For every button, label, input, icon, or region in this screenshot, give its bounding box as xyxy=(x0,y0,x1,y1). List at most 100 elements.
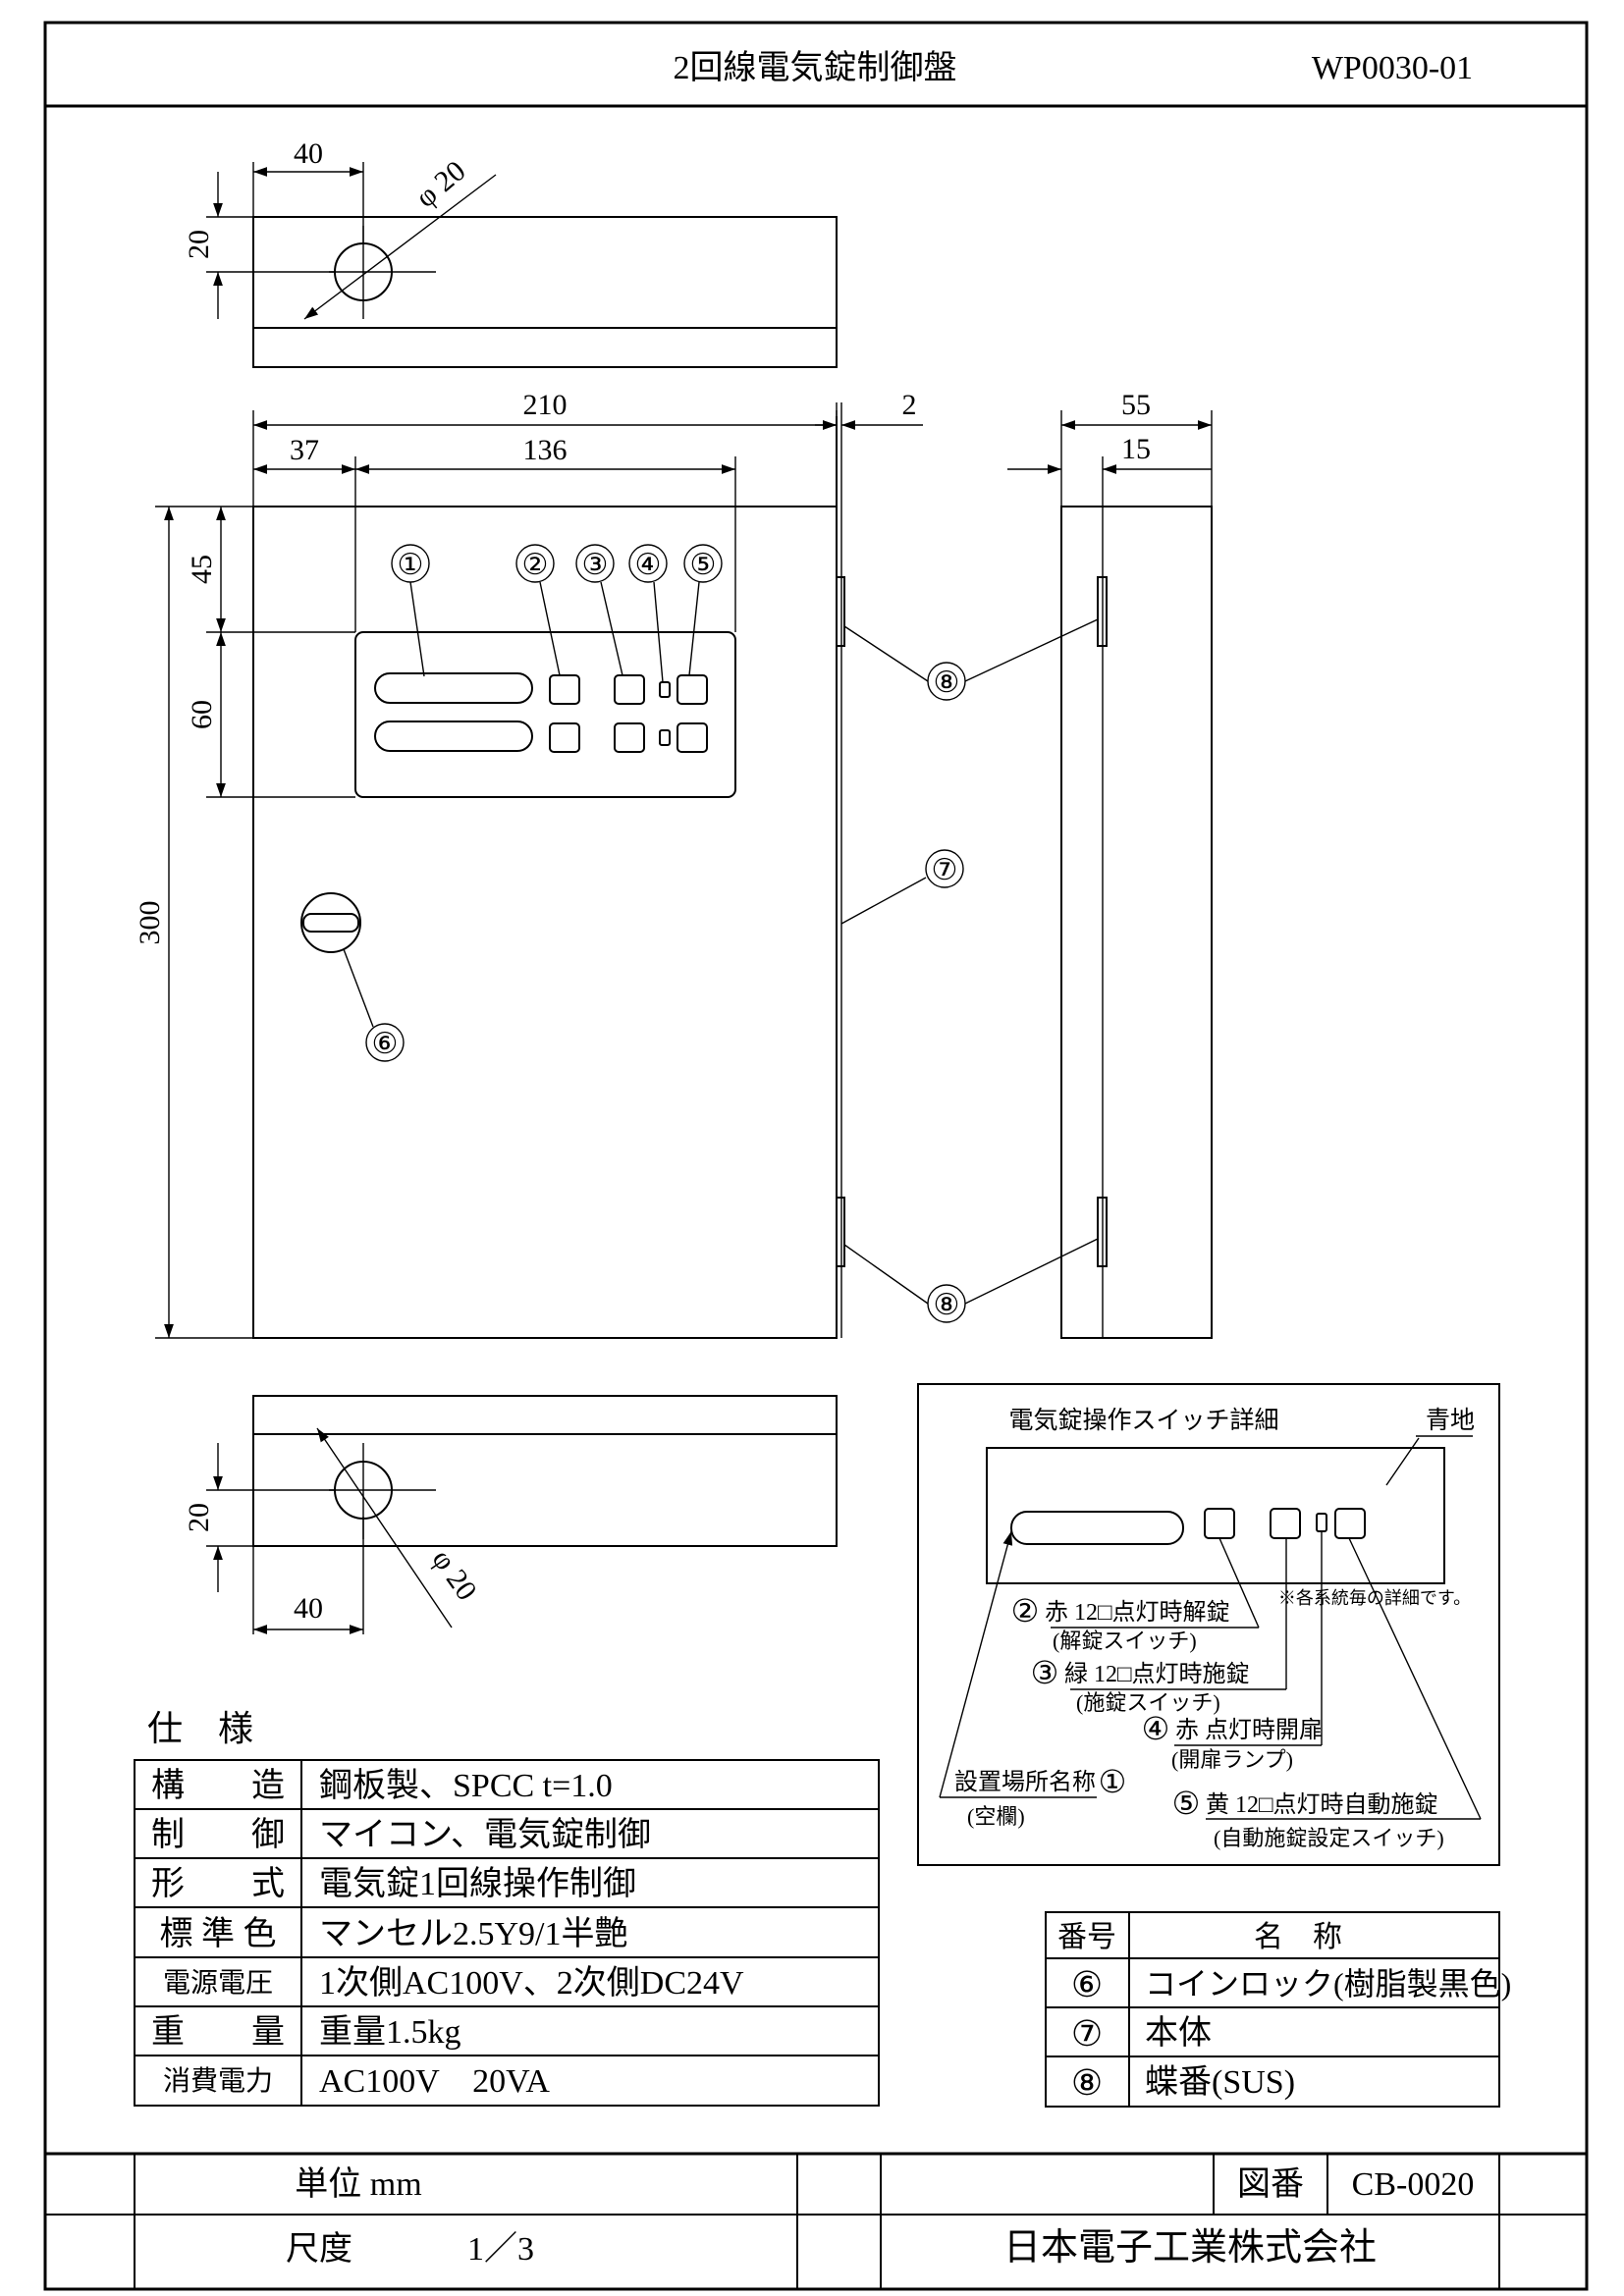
detail-item-3-subtext: (施錠スイッチ) xyxy=(1076,1690,1220,1715)
callout-2: ② xyxy=(522,549,549,581)
footer-unit: 単位 mm xyxy=(295,2165,421,2203)
detail-item-4-number: ④ xyxy=(1142,1711,1170,1746)
dim-front-panel-height: 60 xyxy=(186,700,218,729)
spec-label: 消費電力 xyxy=(163,2065,273,2097)
footer-drawing-label: 図番 xyxy=(1237,2166,1304,2203)
spec-label: 標 準 色 xyxy=(160,1915,277,1952)
footer-scale-value: 1／3 xyxy=(467,2231,534,2268)
callout-circle xyxy=(628,544,668,583)
callout-8-upper: ⑧ xyxy=(934,667,960,699)
parts-no: ⑧ xyxy=(1071,2063,1103,2103)
leader-line xyxy=(303,174,497,320)
dim-bottom-diameter: φ 20 xyxy=(426,1544,483,1607)
detail-title: 電気錠操作スイッチ詳細 xyxy=(1008,1407,1278,1434)
callout-circle xyxy=(683,544,723,583)
dim-front-height: 300 xyxy=(134,901,166,945)
door-and-hinges: 2 ⑧ ⑧ ⑦ xyxy=(815,389,1099,1338)
spec-label: 形 式 xyxy=(151,1866,285,1902)
name-plate-upper xyxy=(374,672,533,704)
unlock-switch-lower xyxy=(549,722,580,753)
callout-7: ⑦ xyxy=(932,854,958,886)
callout-circle xyxy=(925,849,964,888)
spec-value: マイコン、電気錠制御 xyxy=(319,1816,651,1853)
parts-no: ⑥ xyxy=(1071,1965,1103,2004)
dim-bottom-depth: 20 xyxy=(183,1503,215,1532)
leader-line xyxy=(840,877,927,925)
callout-4: ④ xyxy=(635,549,662,581)
document-number: WP0030-01 xyxy=(1312,50,1473,86)
parts-name: 蝶番(SUS) xyxy=(1145,2063,1295,2101)
hinge-lower-front xyxy=(836,1197,845,1267)
name-plate-lower xyxy=(374,721,533,752)
spec-table-frame xyxy=(134,1759,880,2107)
dim-bottom-offset: 40 xyxy=(294,1592,323,1625)
coin-lock-slot xyxy=(302,913,359,933)
leader-line xyxy=(939,1530,1013,1798)
spec-value: 電気錠1回線操作制御 xyxy=(319,1865,636,1902)
spec-value: 重量1.5kg xyxy=(319,2014,461,2051)
dim-side-hinge-offset: 15 xyxy=(1121,433,1151,465)
side-view-outline xyxy=(1060,506,1213,1339)
side-view: 55 15 xyxy=(1007,389,1213,1339)
detail-name-plate-text: 設置場所名称 xyxy=(954,1769,1096,1795)
detail-frame xyxy=(917,1383,1500,1866)
detail-name-plate-subtext: (空欄) xyxy=(967,1804,1025,1829)
detail-item-5-subtext: (自動施錠設定スイッチ) xyxy=(1214,1826,1444,1850)
parts-name: コインロック(樹脂製黒色) xyxy=(1145,1966,1511,2002)
lock-switch-lower xyxy=(614,722,645,753)
detail-item-3-text: 緑 12□点灯時施錠 xyxy=(1064,1661,1250,1687)
footer-company: 日本電子工業株式会社 xyxy=(1003,2227,1377,2269)
hinge-upper-side xyxy=(1097,576,1108,647)
callout-8-lower: ⑧ xyxy=(934,1289,960,1321)
leader-line xyxy=(688,581,700,676)
detail-lock-switch xyxy=(1270,1508,1301,1539)
parts-header-name: 名 称 xyxy=(1254,1921,1342,1953)
parts-no: ⑦ xyxy=(1071,2014,1103,2054)
door-lamp-upper xyxy=(659,681,671,698)
footer-scale-label: 尺度 xyxy=(286,2230,352,2268)
hinge-lower-side xyxy=(1097,1197,1108,1267)
callout-1: ① xyxy=(398,549,424,581)
parts-header-no: 番号 xyxy=(1057,1921,1116,1953)
detail-note: ※各系統毎の詳細です。 xyxy=(1278,1588,1471,1608)
bottom-view-outline xyxy=(252,1395,838,1547)
callout-circle xyxy=(365,1023,405,1062)
detail-background-label: 青地 xyxy=(1426,1407,1475,1434)
detail-item-5-text: 黄 12□点灯時自動施錠 xyxy=(1206,1791,1438,1818)
detail-name-plate xyxy=(1010,1511,1184,1545)
spec-table: 仕 様 構 造 鋼板製、SPCC t=1.0 制 御 マイコン、電気錠制御 形 … xyxy=(134,1709,880,2107)
front-view: 210 37 136 45 60 300 ① ② ③ ④ ⑤ ⑥ xyxy=(134,389,838,1339)
dim-front-left-offset: 37 xyxy=(290,434,319,466)
spec-label: 構 造 xyxy=(151,1767,285,1804)
leader-line xyxy=(843,1244,929,1305)
spec-value: マンセル2.5Y9/1半艶 xyxy=(319,1915,628,1952)
leader-line xyxy=(409,581,425,677)
detail-item-4-text: 赤 点灯時開扉 xyxy=(1175,1717,1323,1743)
spec-value: 1次側AC100V、2次側DC24V xyxy=(319,1964,744,2002)
detail-item-4-subtext: (開扉ランプ) xyxy=(1171,1747,1293,1772)
dim-top-diameter: φ 20 xyxy=(409,154,471,214)
top-view-outline xyxy=(252,216,838,368)
detail-item-2-number: ② xyxy=(1011,1593,1040,1629)
callout-3: ③ xyxy=(582,549,609,581)
detail-item-3-number: ③ xyxy=(1031,1655,1059,1690)
bottom-view: 40 φ 20 20 xyxy=(183,1395,838,1634)
top-view: 40 φ 20 20 xyxy=(183,137,838,368)
detail-panel xyxy=(986,1447,1445,1584)
dim-top-depth: 20 xyxy=(183,230,215,259)
detail-door-lamp xyxy=(1316,1513,1327,1532)
detail-item-2-text: 赤 12□点灯時解錠 xyxy=(1045,1599,1230,1626)
dim-top-offset: 40 xyxy=(294,137,323,170)
leader-line xyxy=(316,1427,453,1629)
dim-front-top-offset: 45 xyxy=(186,555,218,584)
drawing-title: 2回線電気錠制御盤 xyxy=(674,49,957,86)
leader-line xyxy=(653,581,664,683)
detail-unlock-switch xyxy=(1204,1508,1235,1539)
spec-label: 重 量 xyxy=(151,2014,285,2051)
leader-line xyxy=(1348,1537,1482,1820)
parts-name: 本体 xyxy=(1145,2014,1212,2052)
leader-line xyxy=(1218,1537,1260,1629)
door-lamp-lower xyxy=(659,729,671,746)
leader-line xyxy=(343,948,374,1028)
